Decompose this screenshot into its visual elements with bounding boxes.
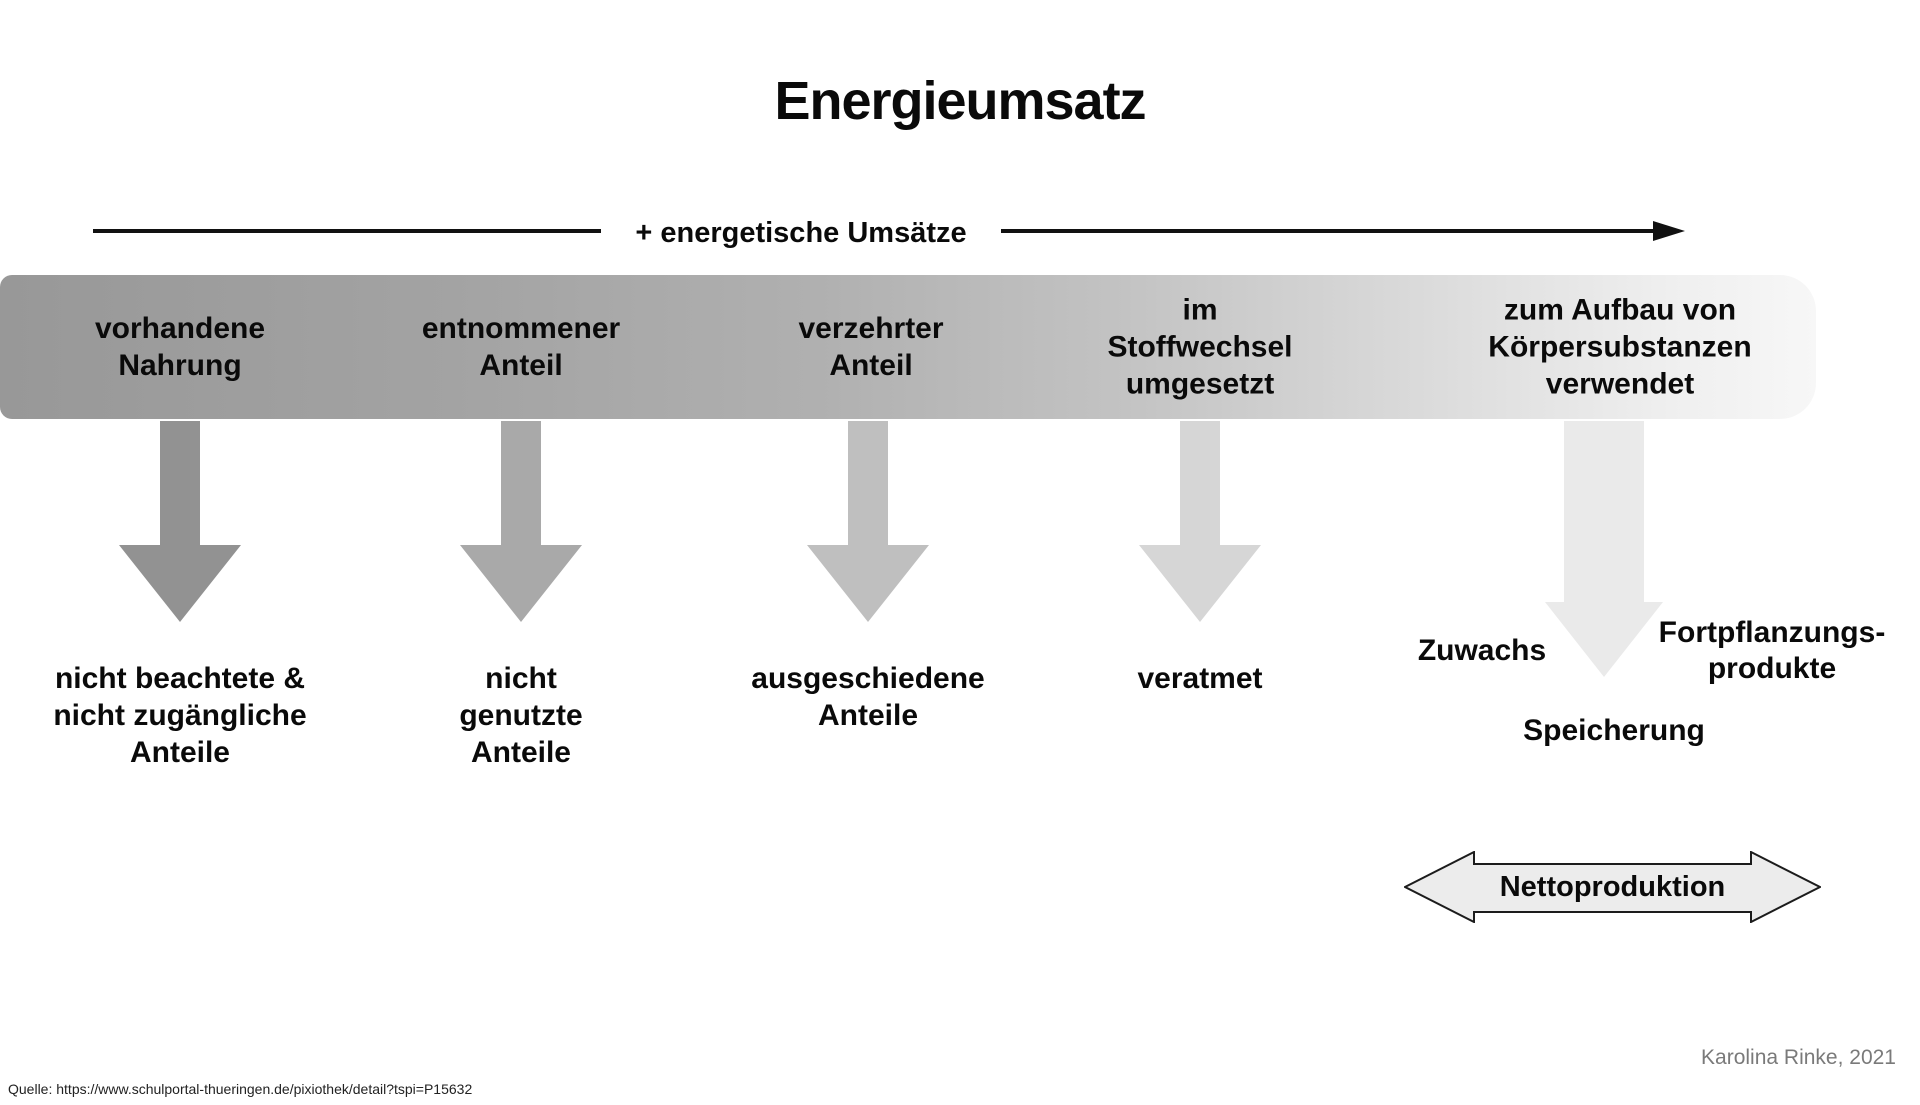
outflow-label-veratmet: veratmet — [1137, 662, 1263, 695]
axis-line-right — [1001, 229, 1655, 233]
label-speicherung: Speicherung — [1523, 714, 1705, 747]
gradient-stage-bar — [0, 275, 1816, 419]
double-arrow-shape — [1402, 850, 1823, 924]
page-title: Energieumsatz — [774, 71, 1146, 131]
down-arrow-icon-3 — [807, 421, 929, 622]
down-arrow-shape-3 — [807, 421, 929, 622]
down-arrow-shape-4 — [1139, 421, 1261, 622]
stage-label-vorhandene-nahrung: vorhandene Nahrung — [94, 312, 266, 382]
axis-label: + energetische Umsätze — [635, 217, 967, 249]
down-arrow-icon-1 — [119, 421, 241, 622]
down-arrow-icon-2 — [460, 421, 582, 622]
outflow-label-nicht-genutzte: nicht genutzte Anteile — [459, 662, 583, 769]
down-arrow-icon-5 — [1545, 421, 1663, 677]
stage-label-im-stoffwechsel: im Stoffwechsel umgesetzt — [1107, 293, 1293, 401]
right-arrowhead-icon — [1653, 221, 1685, 241]
outflow-label-nicht-beachtete: nicht beachtete & nicht zugängliche Ante… — [53, 662, 307, 769]
source-url-text: Quelle: https://www.schulportal-thuering… — [8, 1081, 473, 1097]
double-arrow-icon — [1402, 850, 1823, 924]
label-fortpflanzungsprodukte: Fortpflanzungs- produkte — [1658, 616, 1886, 685]
stage-label-koerpersubstanzen: zum Aufbau von Körpersubstanzen verwende… — [1488, 293, 1752, 401]
stage-label-entnommener-anteil: entnommener Anteil — [421, 312, 621, 382]
axis-line-left — [93, 229, 601, 233]
label-zuwachs: Zuwachs — [1417, 634, 1547, 667]
down-arrow-icon-4 — [1139, 421, 1261, 622]
author-credit: Karolina Rinke, 2021 — [1701, 1046, 1896, 1069]
down-arrow-shape-2 — [460, 421, 582, 622]
label-nettoproduktion: Nettoproduktion — [1499, 870, 1726, 903]
stage-label-verzehrter-anteil: verzehrter Anteil — [798, 312, 944, 382]
outflow-label-ausgeschiedene: ausgeschiedene Anteile — [751, 662, 985, 732]
nettoproduktion-arrow: Nettoproduktion — [1402, 850, 1823, 924]
down-arrow-shape-5 — [1545, 421, 1663, 677]
down-arrow-shape-1 — [119, 421, 241, 622]
